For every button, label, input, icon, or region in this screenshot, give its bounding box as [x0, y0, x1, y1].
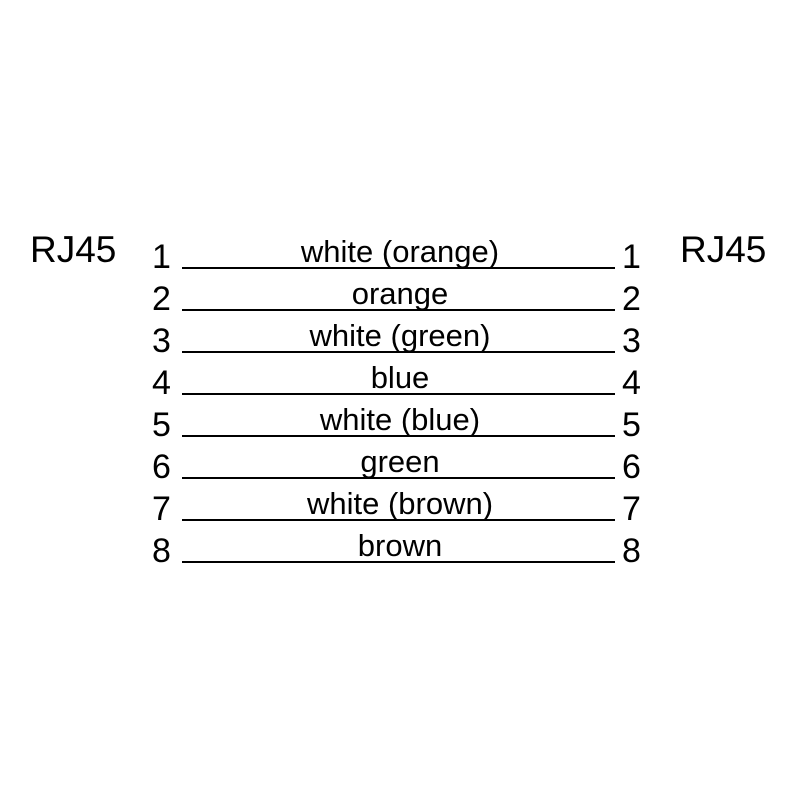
left-pin-number: 5	[152, 406, 171, 444]
left-pin-number: 6	[152, 448, 171, 486]
pin-row: white (orange) 1 1	[0, 227, 800, 274]
left-connector-label: RJ45	[30, 229, 117, 270]
pin-row: white (brown) 7 7	[0, 479, 800, 526]
right-pin-number: 2	[622, 280, 641, 318]
wire-line	[182, 561, 615, 563]
wire-color-label: blue	[370, 360, 430, 395]
pin-row: orange 2 2	[0, 269, 800, 316]
wire-line	[182, 393, 615, 395]
wire-line	[182, 477, 615, 479]
wire-color-label: white (blue)	[319, 402, 481, 437]
left-pin-number: 4	[152, 364, 171, 402]
pin-row: blue 4 4	[0, 353, 800, 400]
wire-line	[182, 435, 615, 437]
left-pin-number: 7	[152, 490, 171, 528]
wire-line	[182, 309, 615, 311]
wire-line	[182, 519, 615, 521]
right-connector-label: RJ45	[680, 229, 767, 270]
wire-line	[182, 267, 615, 269]
wire-color-label: white (brown)	[306, 486, 494, 521]
wire-color-label: green	[360, 444, 440, 479]
left-pin-number: 8	[152, 532, 171, 570]
wire-color-label: orange	[351, 276, 449, 311]
left-pin-number: 2	[152, 280, 171, 318]
left-pin-number: 3	[152, 322, 171, 360]
wire-line	[182, 351, 615, 353]
pin-row: brown 8 8	[0, 521, 800, 568]
right-pin-number: 1	[622, 238, 641, 276]
right-pin-number: 8	[622, 532, 641, 570]
wire-color-label: white (orange)	[300, 234, 500, 269]
right-pin-number: 3	[622, 322, 641, 360]
pin-row: white (green) 3 3	[0, 311, 800, 358]
right-pin-number: 4	[622, 364, 641, 402]
pin-row: green 6 6	[0, 437, 800, 484]
right-pin-number: 7	[622, 490, 641, 528]
right-pin-number: 5	[622, 406, 641, 444]
right-pin-number: 6	[622, 448, 641, 486]
wire-color-label: brown	[357, 528, 443, 563]
pin-row: white (blue) 5 5	[0, 395, 800, 442]
wire-color-label: white (green)	[309, 318, 491, 353]
left-pin-number: 1	[152, 238, 171, 276]
